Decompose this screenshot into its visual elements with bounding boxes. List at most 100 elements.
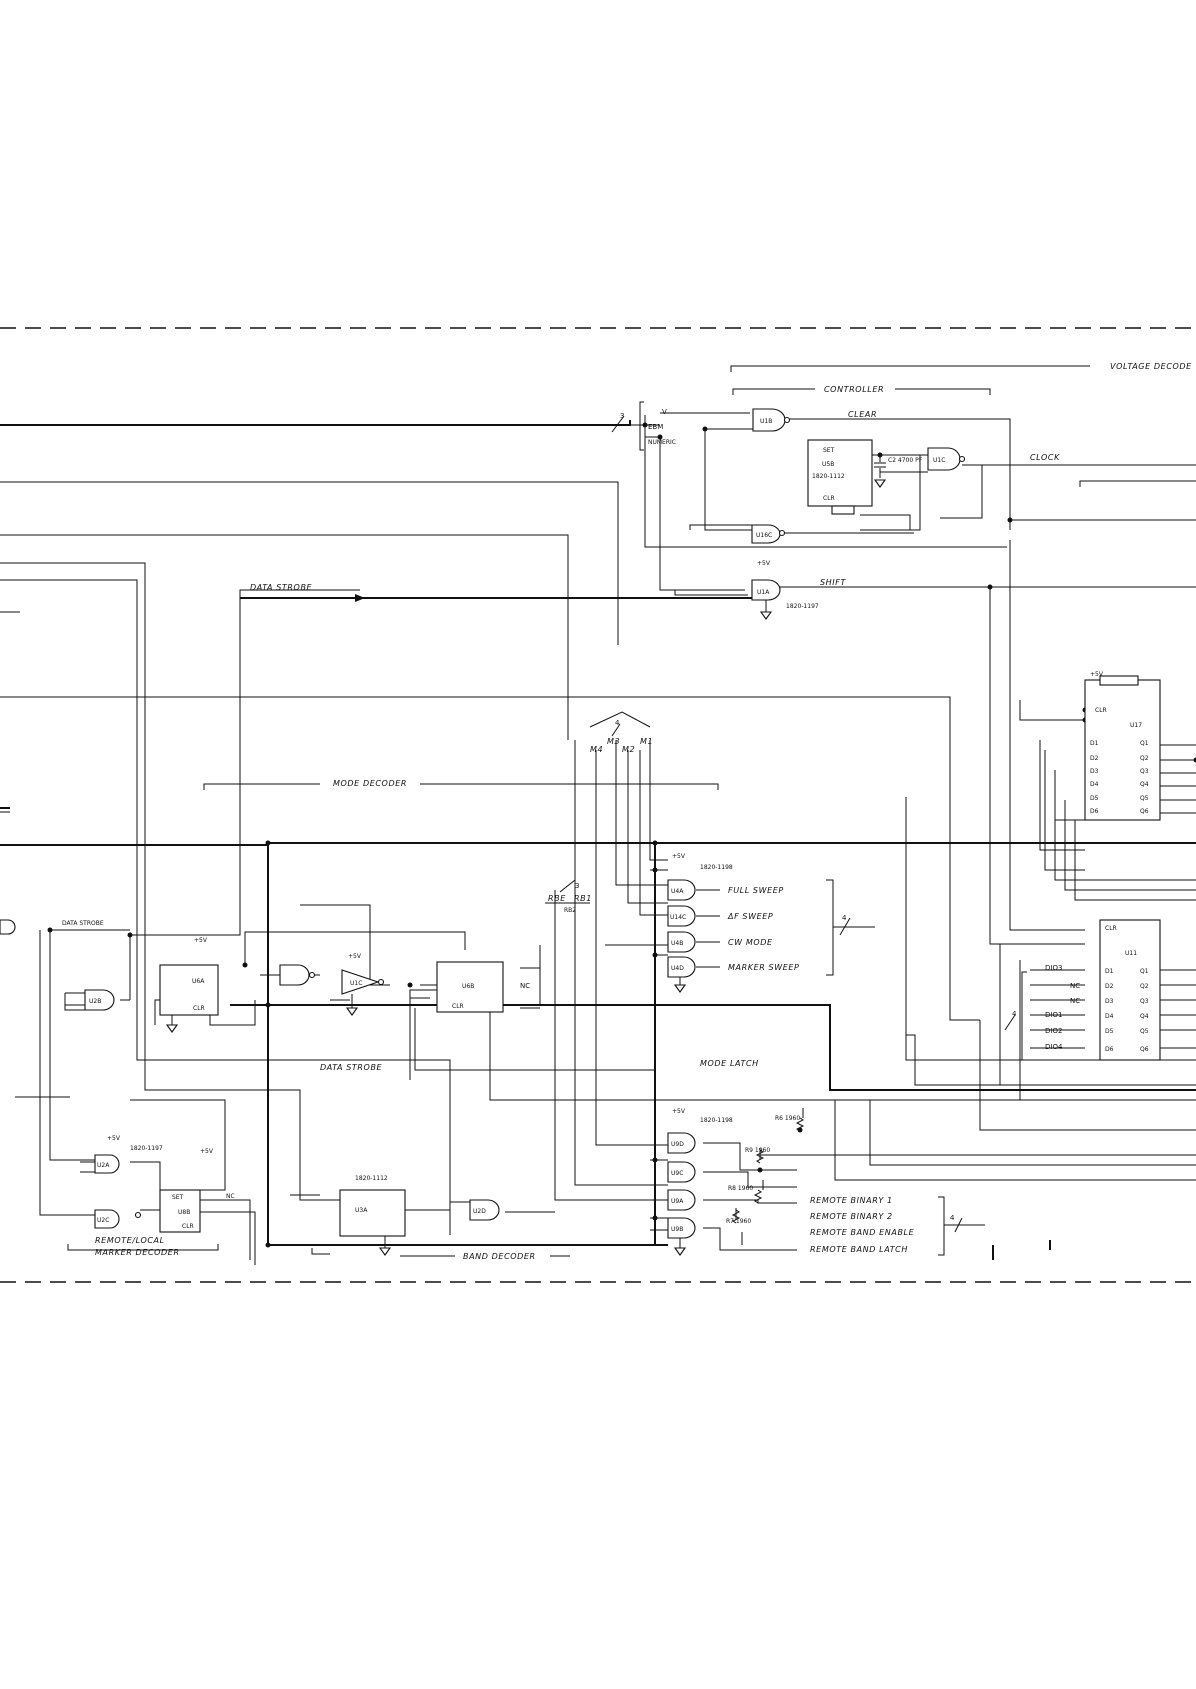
u4b-label: U4B [671,940,683,947]
flipflop-u6b: U6B CLR NC [436,961,530,1013]
u17-q5: Q5 [1140,795,1149,802]
u9d-label: U9D [671,1141,684,1148]
out-remote-binary-1: REMOTE BINARY 1 [810,1196,893,1205]
u17-label: U17 [1130,722,1142,729]
gate-u4a: U4A +5V 1820-1198 [667,853,733,901]
nc-4: NC [226,1193,235,1200]
signal-data-strobe-1: DATA STROBE [250,583,313,592]
u2a-pn: 1820-1197 [130,1145,163,1152]
u4a-vcc: +5V [672,853,686,860]
gate-u2c: U2C [94,1209,142,1229]
signal-m4: M4 [590,745,603,754]
u8b-label: U8B [178,1209,190,1216]
u14c-label: U14C [670,914,686,921]
u17-d3: D3 [1090,768,1099,775]
out-marker-sweep: MARKER SWEEP [728,963,799,972]
u11-q5: Q5 [1140,1028,1149,1035]
signal-rb2: RB2 [564,907,576,914]
gate-u9c: U9C [667,1161,696,1183]
u6a-clr: CLR [193,1005,205,1012]
gate-u14c: U14C [667,905,696,927]
u2a-label: U2A [97,1162,110,1169]
latch-u17: +5V CLR U17 D1 D2 D3 D4 D5 D6 Q1 Q2 Q3 Q… [1084,671,1161,821]
u11-d6: D6 [1105,1046,1114,1053]
wiring [0,412,1196,1265]
resistors: R6 1960 R9 1960 R8 1960 R7 1960 [726,1115,805,1225]
u11-label: U11 [1125,950,1137,957]
gate-u9a: U9A [667,1189,696,1211]
controller-label: CONTROLLER [824,385,884,394]
u4a-pn: 1820-1198 [700,864,733,871]
out-cw-mode: CW MODE [728,938,773,947]
bus-count-3: 3 [620,412,624,420]
gate-u1a: U1A +5V 1820-1197 [751,560,819,620]
u11-d1: D1 [1105,968,1114,975]
input-bus-group: 3 V EBM NUMERIC [611,401,676,451]
u1c-mid-vcc: +5V [348,953,362,960]
u1a-pn: 1820-1197 [786,603,819,610]
u4a-label: U4A [671,888,684,895]
out-remote-band-latch: REMOTE BAND LATCH [810,1245,908,1254]
mode-latch-label: MODE LATCH [700,1059,759,1068]
u6a-vcc: +5V [194,937,208,944]
u6b-clr: CLR [452,1003,464,1010]
u17-d2: D2 [1090,755,1099,762]
dio1: DIO1 [1045,1011,1062,1019]
u9b-label: U9B [671,1226,683,1233]
dio3: DIO3 [1045,964,1062,972]
u9d-pn: 1820-1198 [700,1117,733,1124]
out-full-sweep: FULL SWEEP [728,886,784,895]
u17-d6: D6 [1090,808,1099,815]
out-df-sweep: ΔF SWEEP [727,912,773,921]
gate-u16c: U16C [751,524,786,544]
signal-clear: CLEAR [848,410,877,419]
u11-q6: Q6 [1140,1046,1149,1053]
signal-m1: M1 [640,737,653,746]
gate-u1c: U1C [927,447,966,471]
u2c-label: U2C [97,1217,109,1224]
u17-clr: CLR [1095,707,1107,714]
band-decoder-label: BAND DECODER [463,1252,536,1261]
u16c-label: U16C [756,532,772,539]
signal-data-strobe-3: DATA STROBE [62,920,104,927]
u5b-clr: CLR [823,495,835,502]
marker-decoder-label-1: REMOTE/LOCAL [95,1236,165,1245]
signal-rbe: RBE [548,894,566,903]
gate-u2a: U2A +5V 1820-1197 +5V [94,1135,214,1174]
u1a-label: U1A [757,589,770,596]
u17-d1: D1 [1090,740,1099,747]
signal-m3: M3 [607,737,620,746]
mode-decoder-bracket: MODE DECODER [203,779,719,790]
mode-decoder-label: MODE DECODER [333,779,407,788]
u8b-vcc: +5V [200,1148,214,1155]
u17-q3: Q3 [1140,768,1149,775]
u5b-set: SET [823,447,835,454]
signal-rb1: RB1 [574,894,592,903]
signal-m2: M2 [622,745,635,754]
u2b-label: U2B [89,998,101,1005]
u11-q1: Q1 [1140,968,1149,975]
u11-d5: D5 [1105,1028,1114,1035]
flipflop-u5b: SET U5B 1820-1112 CLR [807,439,873,515]
r7-label: R7 1960 [726,1218,751,1225]
gate-u4b: U4B [667,931,696,953]
u11-q3: Q3 [1140,998,1149,1005]
nc-3: NC [520,982,530,990]
mode-output-bracket: 4 [826,879,875,976]
gate-u4d: U4D [667,956,696,993]
voltage-decoder-label: VOLTAGE DECODE [1110,362,1192,371]
flipflop-u8b: SET U8B CLR NC [159,1189,235,1233]
flipflop-u6a: U6A CLR +5V [159,937,219,1033]
gate-u1d [279,964,316,986]
u11-d2: D2 [1105,983,1114,990]
u2a-vcc: +5V [107,1135,121,1142]
marker-decoder-bracket: REMOTE/LOCAL MARKER DECODER [67,1236,219,1257]
mode-bus: 4 M4 M3 M2 M1 [589,711,653,754]
data-strobe-arrow [355,594,365,602]
u4d-label: U4D [671,965,684,972]
gate-u1b: U1B [752,408,791,432]
u17-q6: Q6 [1140,808,1149,815]
right-bracket [1079,480,1196,487]
u3a-pn: 1820-1112 [355,1175,388,1182]
